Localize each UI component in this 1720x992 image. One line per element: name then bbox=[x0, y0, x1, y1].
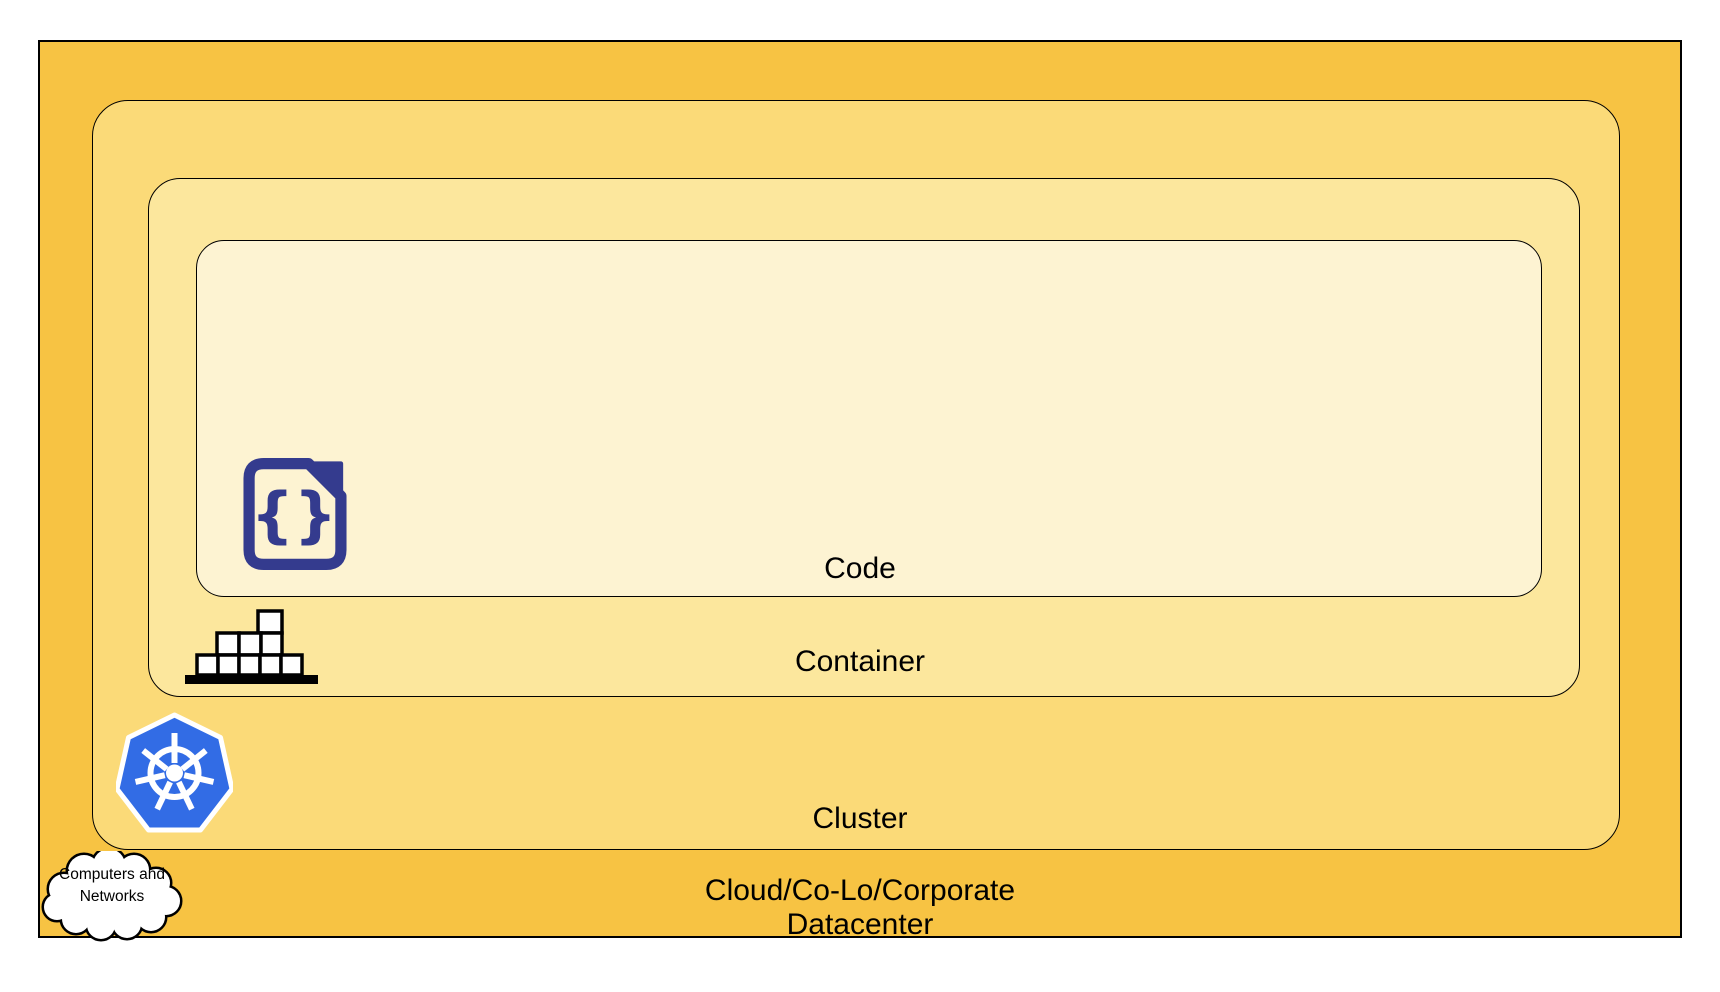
cloud-label-line1: Computers and bbox=[59, 866, 165, 883]
container-layer-label: Container bbox=[794, 645, 926, 678]
cloud-shape bbox=[41, 851, 183, 942]
code-file-icon: {} bbox=[243, 457, 347, 570]
layer-datacenter: Code Container Cluster Cloud/Co-Lo/Corpo… bbox=[38, 40, 1682, 941]
datacenter-layer-label: Cloud/Co-Lo/Corporate Datacenter bbox=[40, 874, 1680, 942]
svg-text:{}: {} bbox=[251, 480, 337, 550]
code-layer-label: Code bbox=[824, 552, 896, 585]
cloud-label-line2: Networks bbox=[79, 888, 145, 905]
kubernetes-icon bbox=[116, 712, 233, 833]
layer-code bbox=[196, 240, 1542, 597]
cluster-layer-label: Cluster bbox=[812, 802, 908, 835]
cloud-callout-label: Computers and Networks bbox=[38, 864, 186, 908]
datacenter-label-line1: Cloud/Co-Lo/Corporate bbox=[704, 874, 1016, 907]
datacenter-label-line2: Datacenter bbox=[786, 908, 934, 941]
container-stack-icon bbox=[185, 609, 318, 684]
